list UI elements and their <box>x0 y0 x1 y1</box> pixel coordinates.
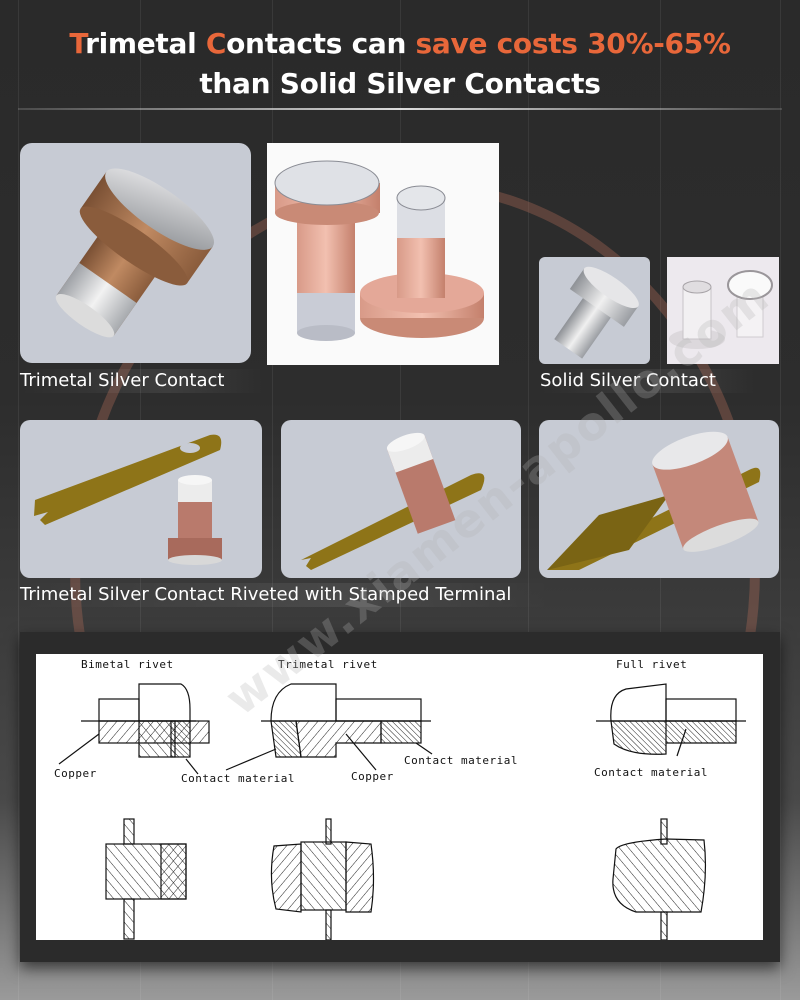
rivet-in-terminal-icon <box>301 432 485 570</box>
headline-accent-letter: T <box>69 27 86 60</box>
terminal-and-rivet-icon <box>34 434 222 565</box>
trimetal-label-copper: Copper <box>351 770 394 783</box>
trimetal-caption: Trimetal Silver Contact <box>20 369 265 393</box>
trimetal-rivet-icon <box>55 168 215 338</box>
trimetal-photo <box>267 143 499 365</box>
headline-line-1: Trimetal Contacts can save costs 30%-65% <box>0 24 800 64</box>
full-rivet-label-contact-material: Contact material <box>594 766 708 779</box>
headline-text: rimetal <box>85 27 206 60</box>
rivet-cross-section-diagram: Bimetal rivet Trimetal rivet Full rivet … <box>36 654 763 940</box>
solid-silver-rivets-photo-icon <box>669 270 773 349</box>
trimetal-cad-render <box>20 143 251 363</box>
bimetal-label-copper: Copper <box>54 767 97 780</box>
riveted-caption: Trimetal Silver Contact Riveted with Sta… <box>20 583 552 607</box>
headline-line-2: than Solid Silver Contacts <box>199 67 601 100</box>
header-divider <box>18 108 782 110</box>
grid-line <box>18 0 19 1000</box>
grid-line <box>780 0 781 1000</box>
headline-text: ontacts can <box>226 27 416 60</box>
headline-accent-letter: C <box>205 27 227 60</box>
solid-silver-photo <box>667 257 779 364</box>
riveted-terminal-icon <box>547 431 761 570</box>
rivet-riveted-to-terminal <box>539 420 779 578</box>
solid-silver-rivet-icon <box>554 266 639 359</box>
rivet-inserted-in-terminal <box>281 420 521 578</box>
full-rivet-title: Full rivet <box>616 658 688 671</box>
solid-silver-caption: Solid Silver Contact <box>540 369 756 393</box>
trimetal-title: Trimetal rivet <box>278 658 378 671</box>
bimetal-title: Bimetal rivet <box>81 658 174 671</box>
trimetal-rivets-photo-icon <box>274 160 484 341</box>
trimetal-label-contact-material: Contact material <box>404 754 518 767</box>
terminal-and-rivet-separate <box>20 420 262 578</box>
bimetal-label-contact-material: Contact material <box>181 772 295 785</box>
cross-section-drawing <box>58 683 746 940</box>
headline: Trimetal Contacts can save costs 30%-65%… <box>0 24 800 104</box>
solid-silver-cad-render <box>539 257 650 364</box>
headline-savings-highlight: save costs 30%-65% <box>415 27 731 60</box>
